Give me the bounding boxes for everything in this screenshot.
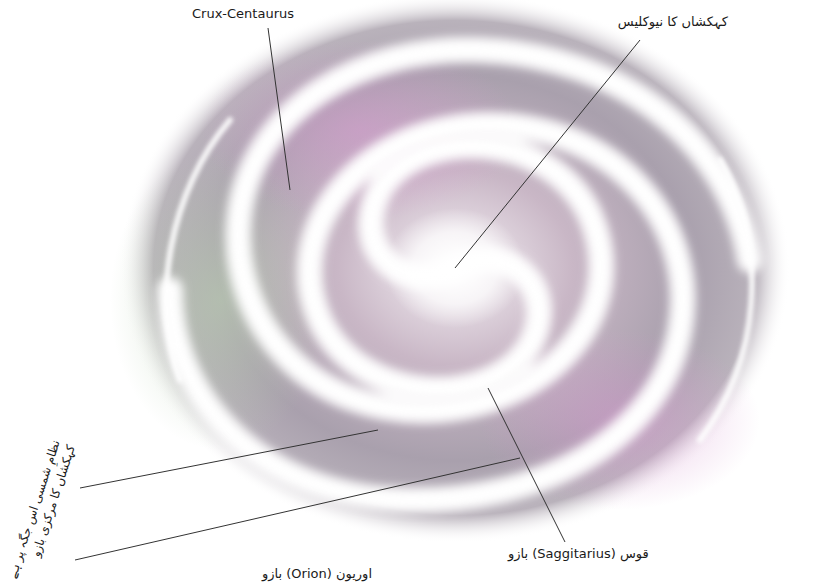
arm-label: Crux-Centaurus bbox=[192, 6, 294, 23]
nucleus-label: کہکشاں کا نیوکلیس bbox=[618, 14, 728, 31]
rotated-label-group: نظامِ شمسی اس جگہ پر ہےکہکشاں کا مرکزی ب… bbox=[5, 439, 79, 586]
arm-label: قوس (Saggitarius) بازو bbox=[508, 546, 649, 563]
arm-label: اوریون (Orion) بازو bbox=[262, 566, 372, 583]
